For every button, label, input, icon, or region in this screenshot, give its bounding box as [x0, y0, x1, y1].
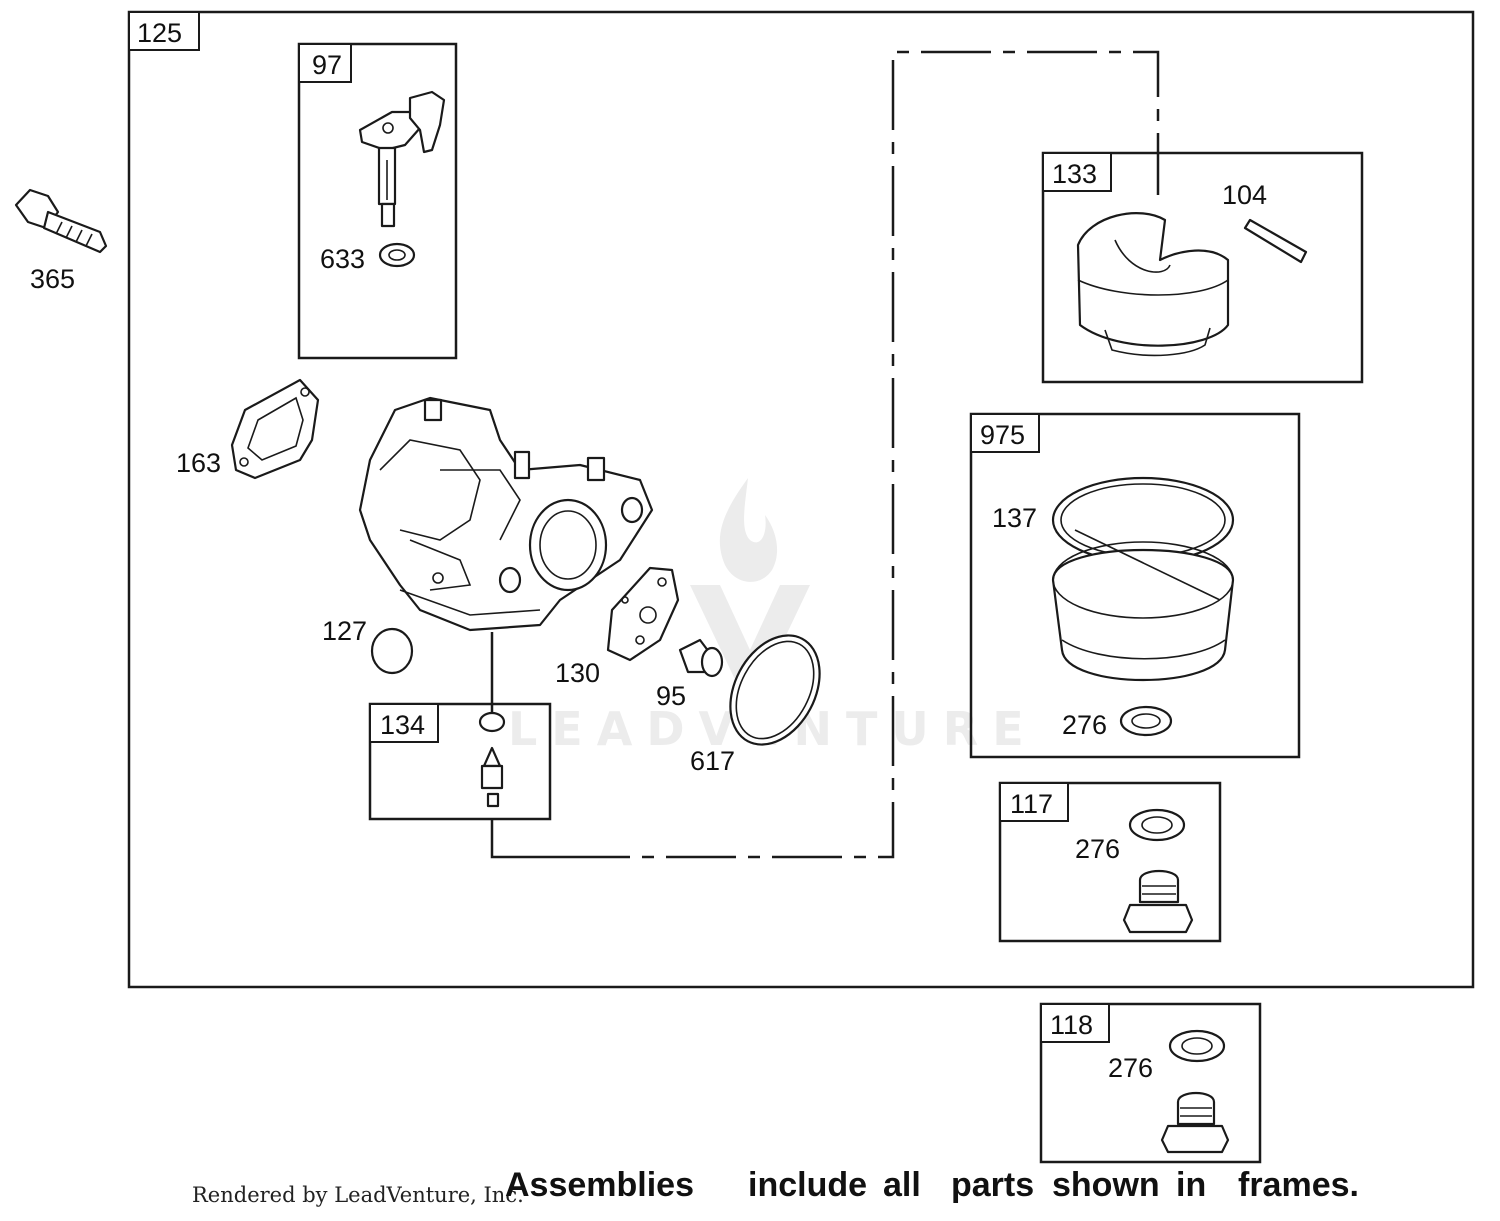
frame-134-tag-box — [369, 703, 439, 743]
frame-125-tag-box — [128, 11, 200, 51]
seal-633 — [378, 242, 416, 268]
frame-97 — [297, 42, 458, 360]
washer-276-975 — [1119, 705, 1173, 737]
leader-needle-bottom — [490, 818, 560, 859]
screw-95 — [678, 638, 724, 678]
leader-dashed-to-133 — [560, 50, 1160, 859]
footer-word-include: include — [748, 1166, 867, 1204]
frame-133 — [1041, 151, 1364, 384]
plate-130 — [606, 566, 680, 662]
washer-276-117 — [1128, 808, 1186, 842]
label-365: 365 — [30, 264, 75, 294]
frame-118-tag: 118 — [1050, 1010, 1093, 1040]
frame-118-tag-box — [1040, 1003, 1110, 1043]
label-617: 617 — [690, 746, 735, 776]
label-276-975: 276 — [1062, 710, 1107, 740]
bolt-365 — [14, 188, 108, 254]
choke-shaft-part — [358, 90, 446, 228]
footer-word-in: in — [1176, 1166, 1206, 1204]
frame-134 — [368, 702, 552, 821]
frame-134-tag: 134 — [380, 710, 425, 740]
frame-118 — [1039, 1002, 1262, 1164]
float-133 — [1076, 212, 1230, 357]
label-276-117: 276 — [1075, 834, 1120, 864]
bolt-118 — [1160, 1091, 1230, 1154]
carburetor-body — [358, 396, 654, 632]
frame-975-tag: 975 — [980, 420, 1025, 450]
gasket-163 — [230, 378, 320, 480]
plug-127 — [370, 627, 414, 675]
frame-133-tag-box — [1042, 152, 1112, 192]
label-95: 95 — [656, 681, 686, 711]
frame-97-tag-box — [298, 43, 352, 83]
label-137: 137 — [992, 503, 1037, 533]
label-276-118: 276 — [1108, 1053, 1153, 1083]
footer-word-frames: frames. — [1238, 1166, 1359, 1204]
footer-word-all: all — [883, 1166, 921, 1204]
frame-117-tag: 117 — [1010, 789, 1053, 819]
label-633: 633 — [320, 244, 365, 274]
frame-117 — [998, 781, 1222, 943]
label-104: 104 — [1222, 180, 1267, 210]
footer-word-parts: parts — [951, 1166, 1034, 1204]
frame-125 — [127, 10, 1475, 989]
pin-104 — [1243, 218, 1308, 264]
frame-133-tag: 133 — [1052, 159, 1097, 189]
label-163: 163 — [176, 448, 221, 478]
label-130: 130 — [555, 658, 600, 688]
footer-word-shown: shown — [1052, 1166, 1160, 1204]
label-127: 127 — [322, 616, 367, 646]
footer-word-assemblies: Assemblies — [505, 1166, 694, 1204]
frame-125-tag: 125 — [137, 18, 182, 48]
frame-97-tag: 97 — [312, 50, 342, 80]
frame-117-tag-box — [999, 782, 1069, 822]
frame-975-tag-box — [970, 413, 1040, 453]
washer-276-118 — [1168, 1029, 1226, 1063]
rendered-by-text: Rendered by LeadVenture, Inc. — [192, 1183, 524, 1207]
frame-975 — [969, 412, 1301, 759]
bolt-117 — [1122, 869, 1194, 934]
needle-valve-part — [478, 711, 506, 808]
bowl-975 — [1051, 476, 1235, 682]
